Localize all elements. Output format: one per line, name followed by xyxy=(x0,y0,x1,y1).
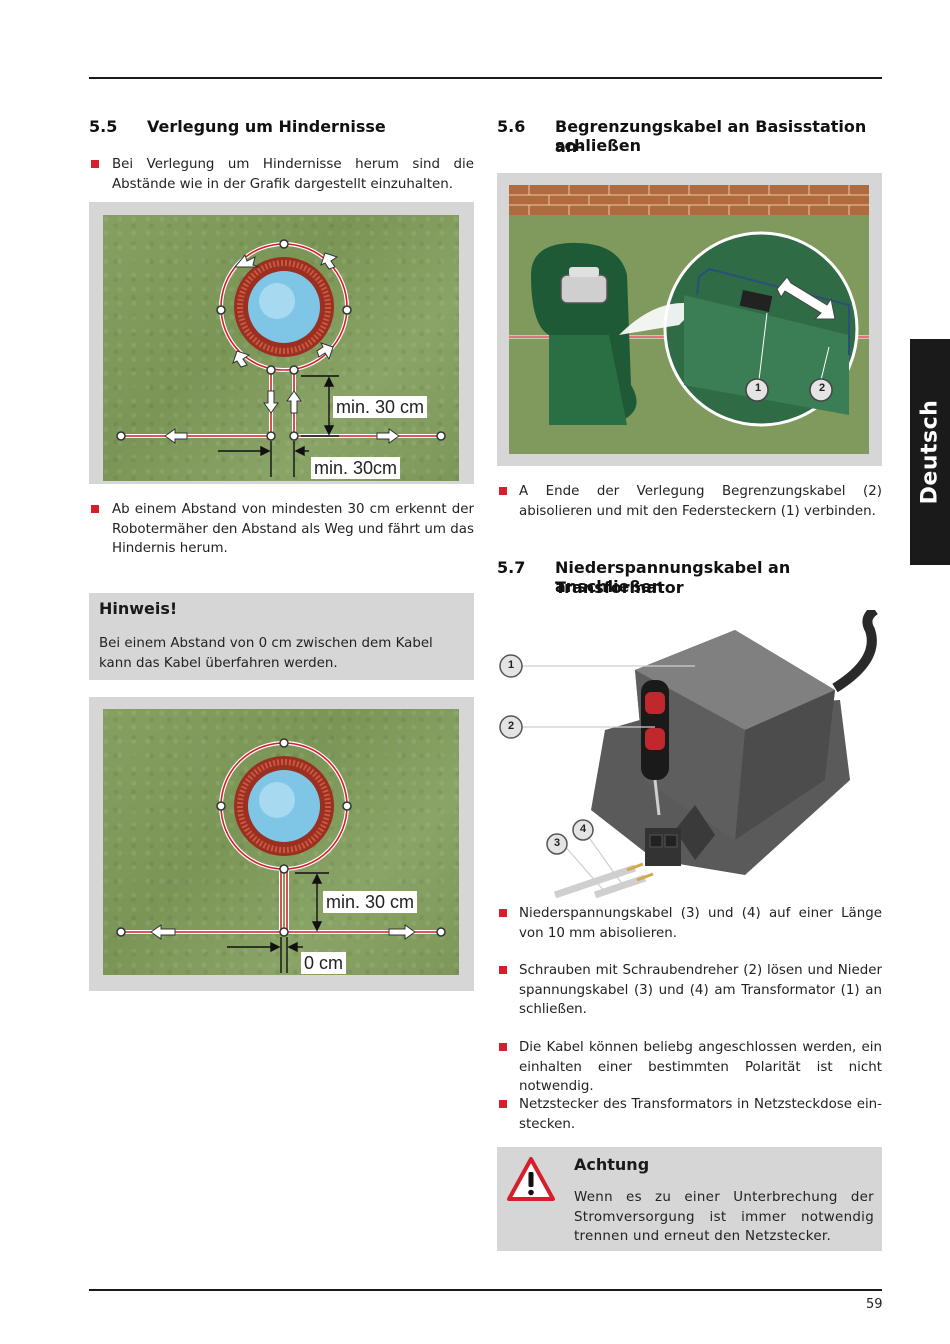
bullet-marker xyxy=(499,1100,507,1108)
warning-box xyxy=(497,1147,882,1251)
plug-in-text: Netzstecker des Transformators in Netzst… xyxy=(519,1097,882,1132)
bullet-marker xyxy=(499,487,507,495)
section-number: 5.6 xyxy=(497,117,526,136)
callout-number: 1 xyxy=(754,382,762,394)
page-number: 59 xyxy=(866,1297,883,1312)
section-number: 5.5 xyxy=(89,117,118,136)
bullet-marker xyxy=(91,160,99,168)
base-station-illustration xyxy=(509,185,869,454)
distance-label: min. 30 cm xyxy=(323,891,418,913)
distance-bullet-text: Ab einem Abstand von mindesten 30 cm erk… xyxy=(112,502,474,556)
warning-icon xyxy=(506,1156,556,1202)
top-rule xyxy=(89,77,882,79)
callout-number: 3 xyxy=(553,837,561,849)
callout-number: 1 xyxy=(507,659,515,671)
lawn-background xyxy=(103,709,459,975)
obstacle-diagram xyxy=(116,738,446,973)
language-tab: Deutsch xyxy=(910,339,950,565)
section-title-line2: anschließen xyxy=(555,577,664,596)
transformer-diagram xyxy=(499,605,879,899)
bullet-marker xyxy=(499,909,507,917)
connect-transformer-text: Schrauben mit Schraubendreher (2) lösen … xyxy=(519,963,882,1017)
bullet-marker xyxy=(499,966,507,974)
strip-cable-text: A Ende der Verlegung Begrenzungskabel (2… xyxy=(519,484,882,519)
polarity-text: Die Kabel können beliebg angeschlossen w… xyxy=(519,1040,882,1094)
distance-label: min. 30cm xyxy=(311,457,401,479)
section-title: Verlegung um Hindernisse xyxy=(147,117,386,136)
section-5-7-heading: 5.7 Niederspannungskabel an Transformato… xyxy=(497,558,882,600)
section-title-line1: Begrenzungskabel an Basisstation an- xyxy=(555,117,867,156)
transformer-illustration xyxy=(495,605,882,899)
warning-text: Wenn es zu einer Unterbrechung der Strom… xyxy=(574,1190,874,1244)
hint-text: Bei einem Abstand von 0 cm zwischen dem … xyxy=(99,636,433,671)
section-5-6-heading: 5.6 Begrenzungskabel an Basisstation an-… xyxy=(497,117,882,159)
section-title-line1: Niederspannungskabel an Transformator xyxy=(555,558,791,597)
lawn-background xyxy=(103,215,459,481)
base-station-diagram xyxy=(509,185,869,454)
distance-label: 0 cm xyxy=(301,952,347,974)
bottom-rule xyxy=(89,1289,882,1291)
obstacle-diagram xyxy=(116,239,446,477)
hint-box xyxy=(89,593,474,680)
section-number: 5.7 xyxy=(497,558,526,577)
obstacle-bullet-text: Bei Verlegung um Hindernisse herum sind … xyxy=(112,157,474,192)
hint-title: Hinweis! xyxy=(99,599,178,618)
callout-number: 2 xyxy=(818,382,826,394)
callout-number: 2 xyxy=(507,720,515,732)
bullet-marker xyxy=(499,1043,507,1051)
section-title-line2: schließen xyxy=(555,136,641,155)
callout-number: 4 xyxy=(579,823,587,835)
distance-label: min. 30 cm xyxy=(333,396,428,418)
warning-title: Achtung xyxy=(574,1155,650,1174)
language-tab-label: Deutsch xyxy=(917,399,943,505)
bullet-marker xyxy=(91,505,99,513)
strip-lowvoltage-text: Niederspannungskabel (3) und (4) auf ein… xyxy=(519,906,882,941)
section-5-5-heading: 5.5 Verlegung um Hindernisse xyxy=(89,117,479,139)
